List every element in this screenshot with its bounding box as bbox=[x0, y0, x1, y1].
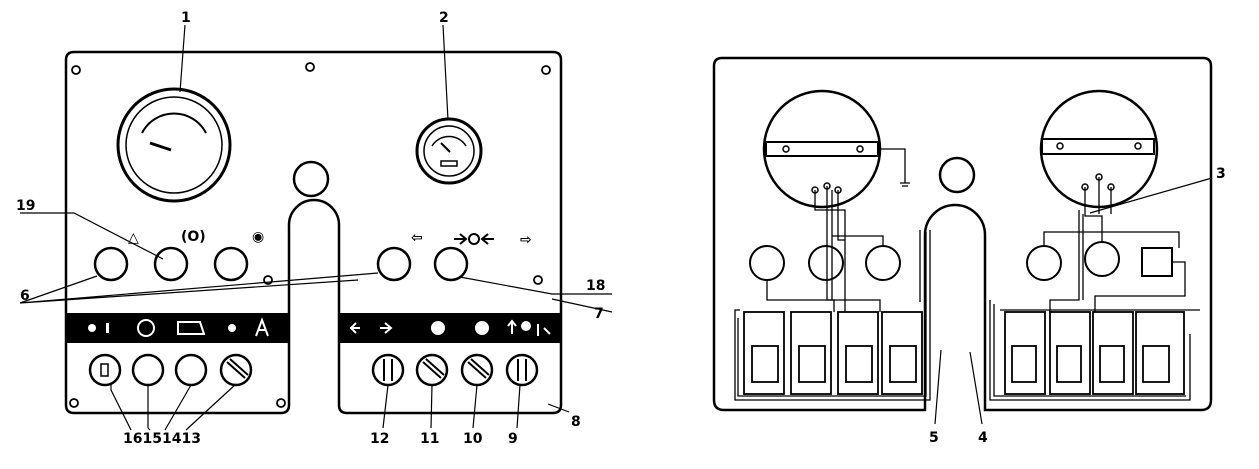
lamp-icon bbox=[475, 321, 489, 335]
lamp-socket bbox=[1026, 245, 1062, 281]
lamp-socket bbox=[808, 245, 844, 281]
callout-leader bbox=[934, 349, 942, 425]
arrow-icon bbox=[349, 322, 393, 334]
left-instrument-panel: △ (O) ◉ ⇦ ⇨ bbox=[16, 10, 613, 447]
mount-hole bbox=[69, 398, 79, 408]
callout-4: 4 bbox=[978, 430, 988, 446]
warning-lamp bbox=[433, 246, 469, 282]
callout-6: 6 bbox=[20, 288, 30, 304]
mount-hole bbox=[305, 62, 315, 72]
warning-lamp bbox=[93, 246, 129, 282]
callout-10: 10 bbox=[463, 431, 483, 447]
mount-hole bbox=[533, 275, 543, 285]
indicator-lamp bbox=[938, 156, 976, 194]
lamp-socket bbox=[865, 245, 901, 281]
left-switch-row bbox=[88, 353, 253, 387]
callout-leader bbox=[1089, 177, 1213, 214]
push-switch bbox=[131, 353, 165, 387]
hazard-symbol-icon: △ bbox=[128, 230, 139, 246]
switch-bodies bbox=[743, 311, 1185, 395]
callout-leaders bbox=[19, 24, 613, 431]
callout-18: 18 bbox=[586, 278, 605, 294]
callout-leader bbox=[969, 351, 983, 425]
warning-lamp bbox=[213, 246, 249, 282]
callout-16-13: 16151413 bbox=[123, 431, 201, 447]
turn-left-symbol-icon: ⇦ bbox=[411, 230, 423, 246]
small-gauge bbox=[415, 117, 483, 185]
temperature-symbol-icon: ◉ bbox=[252, 229, 264, 245]
relay bbox=[1141, 247, 1173, 277]
callout-19: 19 bbox=[16, 198, 35, 214]
callout-7: 7 bbox=[594, 306, 604, 322]
mount-hole bbox=[276, 398, 286, 408]
callout-3: 3 bbox=[1216, 166, 1226, 182]
lamp-socket bbox=[749, 245, 785, 281]
push-switch bbox=[174, 353, 208, 387]
mount-hole bbox=[541, 65, 551, 75]
indicator-lamp bbox=[292, 160, 330, 198]
right-wiring-panel: 3 4 5 bbox=[712, 56, 1226, 446]
lamp-icon bbox=[431, 321, 445, 335]
mount-hole bbox=[263, 275, 273, 285]
lamp-socket bbox=[1084, 241, 1120, 277]
left-label-strip bbox=[66, 313, 289, 343]
rotary-switch bbox=[371, 353, 405, 387]
right-label-strip bbox=[339, 313, 561, 343]
callout-9: 9 bbox=[508, 431, 518, 447]
callout-5: 5 bbox=[929, 430, 939, 446]
callout-11: 11 bbox=[420, 431, 439, 447]
brake-symbol-icon: (O) bbox=[181, 229, 206, 245]
mount-hole bbox=[71, 65, 81, 75]
rotary-switch bbox=[219, 353, 253, 387]
callout-1: 1 bbox=[181, 10, 191, 26]
horn-icon bbox=[177, 321, 206, 335]
trailer-symbol-icon bbox=[454, 233, 494, 245]
right-switch-row bbox=[371, 353, 539, 387]
callout-8: 8 bbox=[571, 414, 581, 430]
ignition-switch bbox=[88, 353, 122, 387]
callout-2: 2 bbox=[439, 10, 449, 26]
large-gauge bbox=[116, 87, 232, 203]
warning-lamp bbox=[376, 246, 412, 282]
gauge-back-left bbox=[762, 89, 910, 209]
turn-right-symbol-icon: ⇨ bbox=[520, 232, 532, 248]
callout-12: 12 bbox=[370, 431, 389, 447]
rotary-switch bbox=[505, 353, 539, 387]
wiring-harness bbox=[734, 177, 1200, 401]
warning-lamp bbox=[153, 246, 189, 282]
key-switch-icon bbox=[88, 324, 96, 332]
fuel-pump-icon bbox=[255, 317, 269, 337]
wiper-icon bbox=[137, 319, 155, 337]
